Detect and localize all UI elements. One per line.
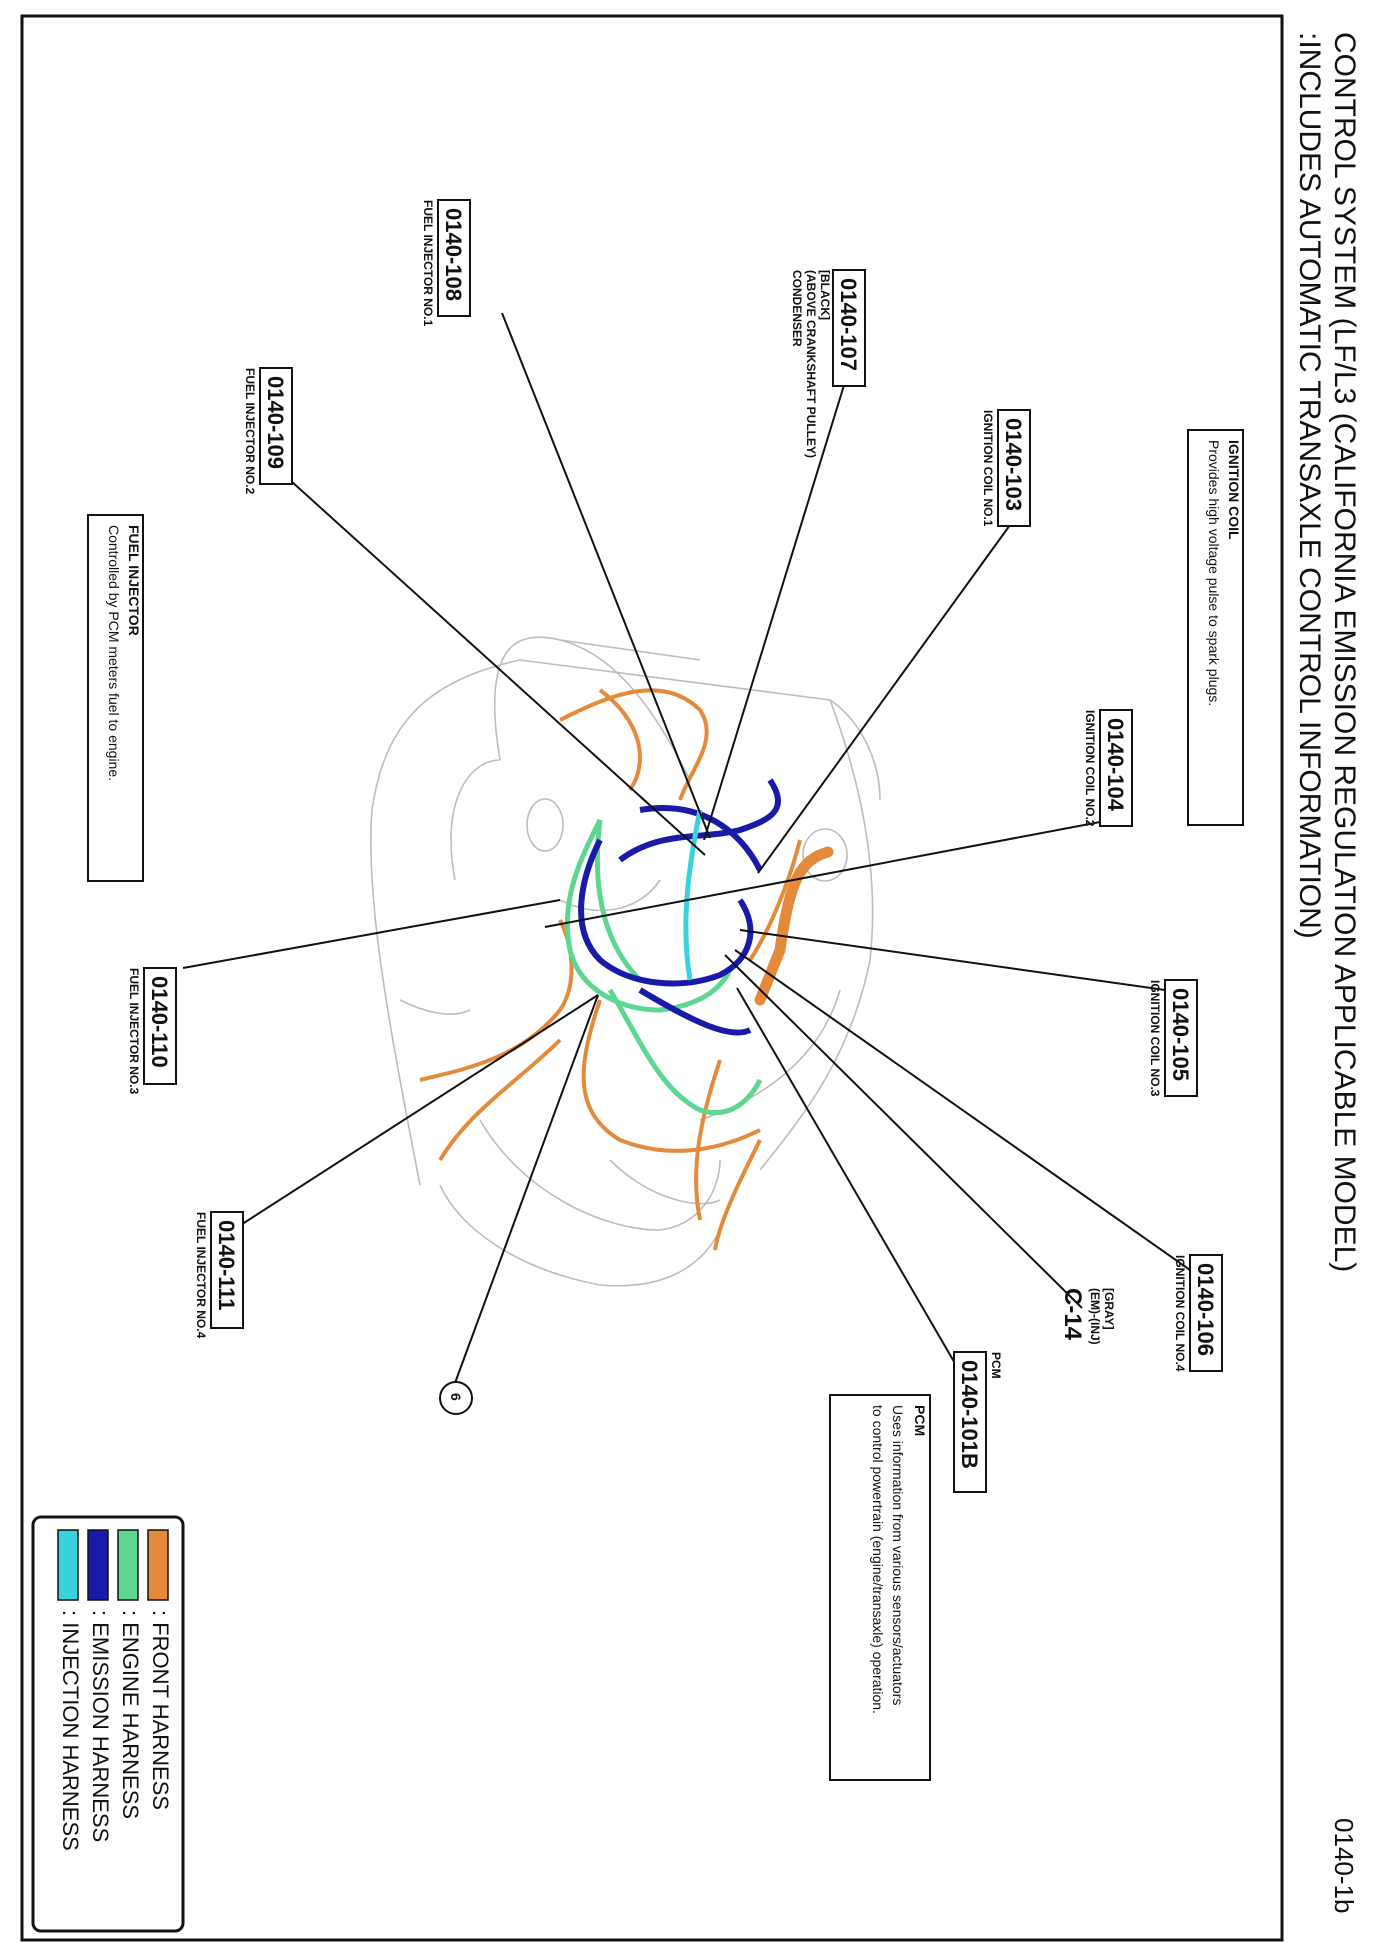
legend-swatch: [117, 1529, 139, 1601]
leader-lines: [182, 312, 1191, 1384]
description-text: Provides high voltage pulse to spark plu…: [1206, 440, 1222, 706]
connector-code: 0140-105: [1168, 988, 1193, 1081]
page-border: [20, 14, 1284, 1942]
connector-code-box: [832, 269, 866, 387]
legend-label: : FRONT HARNESS: [148, 1610, 173, 1810]
connector-code: 0140-111: [214, 1220, 239, 1311]
connector-code-box: [210, 1211, 244, 1329]
connector-code: 0140-110: [147, 976, 172, 1068]
legend-item-emission-harness: : EMISSION HARNESS: [87, 1529, 113, 1842]
connector-code-box: [1164, 979, 1198, 1097]
joint-connector-c14: [GRAY] (EM)-(INJ) C-14: [1059, 1288, 1116, 1345]
connector-code-box: [437, 199, 471, 317]
connector-code-box: [953, 1351, 987, 1493]
description-text: Controlled by PCM meters fuel to engine.: [106, 525, 122, 781]
connector-0140-103: 0140-103 IGNITION COIL NO.1: [981, 409, 1031, 527]
legend-item-front-harness: : FRONT HARNESS: [147, 1529, 173, 1810]
connector-name: IGNITION COIL NO.2: [1083, 710, 1097, 827]
connector-name: FUEL INJECTOR NO.4: [194, 1212, 208, 1339]
joint-note: [GRAY]: [1102, 1288, 1116, 1330]
connector-0140-107: 0140-107 [BLACK] (ABOVE CRANKSHAFT PULLE…: [790, 269, 866, 458]
connector-0140-111: 0140-111 FUEL INJECTOR NO.4: [194, 1211, 244, 1339]
connector-name: FUEL INJECTOR NO.1: [421, 200, 435, 327]
connector-code-box: [997, 409, 1031, 527]
connector-0140-104: 0140-104 IGNITION COIL NO.2: [1083, 709, 1133, 827]
connector-0140-108: 0140-108 FUEL INJECTOR NO.1: [421, 199, 471, 327]
connector-name: IGNITION COIL NO.1: [981, 410, 995, 527]
legend-label: : ENGINE HARNESS: [118, 1610, 143, 1819]
connector-0140-105: 0140-105 IGNITION COIL NO.3: [1148, 979, 1198, 1097]
connector-code-box: [1189, 1254, 1223, 1372]
fuel-injector-description: FUEL INJECTOR Controlled by PCM meters f…: [87, 514, 144, 882]
connector-0140-110: 0140-110 FUEL INJECTOR NO.3: [127, 967, 177, 1095]
connector-code: 0140-108: [441, 208, 466, 301]
page-code: 0140-1b: [1329, 1818, 1359, 1913]
connector-code: 0140-103: [1001, 418, 1026, 511]
connector-0140-109: 0140-109 FUEL INJECTOR NO.2: [243, 367, 293, 495]
legend-item-injection-harness: : INJECTION HARNESS: [57, 1529, 83, 1851]
connector-note: (ABOVE CRANKSHAFT PULLEY): [804, 270, 818, 458]
connector-code: 0140-109: [263, 376, 288, 469]
reference-number: 6: [448, 1393, 464, 1401]
connector-code: 0140-104: [1103, 718, 1128, 812]
connector-code: 0140-106: [1193, 1263, 1218, 1356]
ignition-coil-description: IGNITION COIL Provides high voltage puls…: [1187, 429, 1244, 826]
connector-name: IGNITION COIL NO.4: [1173, 1255, 1187, 1372]
connector-code: 0140-101B: [957, 1360, 982, 1469]
description-box: [1187, 429, 1244, 826]
connector-code-box: [259, 367, 293, 485]
connector-code-box: [143, 967, 177, 1085]
connector-0140-101B: 0140-101B PCM: [953, 1351, 1003, 1493]
description-text: to control powertrain (engine/transaxle)…: [870, 1405, 886, 1714]
legend-label: : INJECTION HARNESS: [58, 1610, 83, 1851]
front-harness-trunk: [754, 846, 834, 1006]
connector-name: PCM: [989, 1352, 1003, 1379]
description-title: FUEL INJECTOR: [126, 525, 142, 636]
description-title: IGNITION COIL: [1226, 440, 1242, 540]
reference-circle: 6: [439, 1381, 473, 1415]
legend-swatch: [147, 1529, 169, 1601]
connector-name: FUEL INJECTOR NO.2: [243, 368, 257, 495]
connector-note: [BLACK]: [818, 270, 832, 320]
pcm-description: PCM Uses information from various sensor…: [829, 1394, 931, 1781]
legend-swatch: [87, 1529, 109, 1601]
connector-name: CONDENSER: [790, 270, 804, 347]
description-title: PCM: [912, 1405, 928, 1436]
legend-label: : EMISSION HARNESS: [88, 1610, 113, 1842]
legend-item-engine-harness: : ENGINE HARNESS: [117, 1529, 143, 1819]
joint-code: C-14: [1059, 1288, 1086, 1341]
page-title-line-2: :INCLUDES AUTOMATIC TRANSAXLE CONTROL IN…: [1293, 32, 1326, 939]
connector-0140-106: 0140-106 IGNITION COIL NO.4: [1173, 1254, 1223, 1372]
connector-code: 0140-107: [836, 278, 861, 371]
connector-name: IGNITION COIL NO.3: [1148, 980, 1162, 1097]
legend-box: [31, 1515, 185, 1933]
legend: : FRONT HARNESS : ENGINE HARNESS : EMISS…: [31, 1515, 185, 1933]
connector-code-box: [1099, 709, 1133, 827]
joint-note: (EM)-(INJ): [1088, 1288, 1102, 1345]
emission-harness: [578, 778, 781, 1036]
connector-name: FUEL INJECTOR NO.3: [127, 968, 141, 1095]
legend-swatch: [57, 1529, 79, 1601]
page-title-line-1: CONTROL SYSTEM (LF/L3 (CALIFORNIA EMISSI…: [1328, 32, 1361, 1272]
injection-harness: [683, 809, 703, 981]
description-box: [829, 1394, 931, 1781]
description-box: [87, 514, 144, 882]
description-text: Uses information from various sensors/ac…: [890, 1405, 906, 1705]
